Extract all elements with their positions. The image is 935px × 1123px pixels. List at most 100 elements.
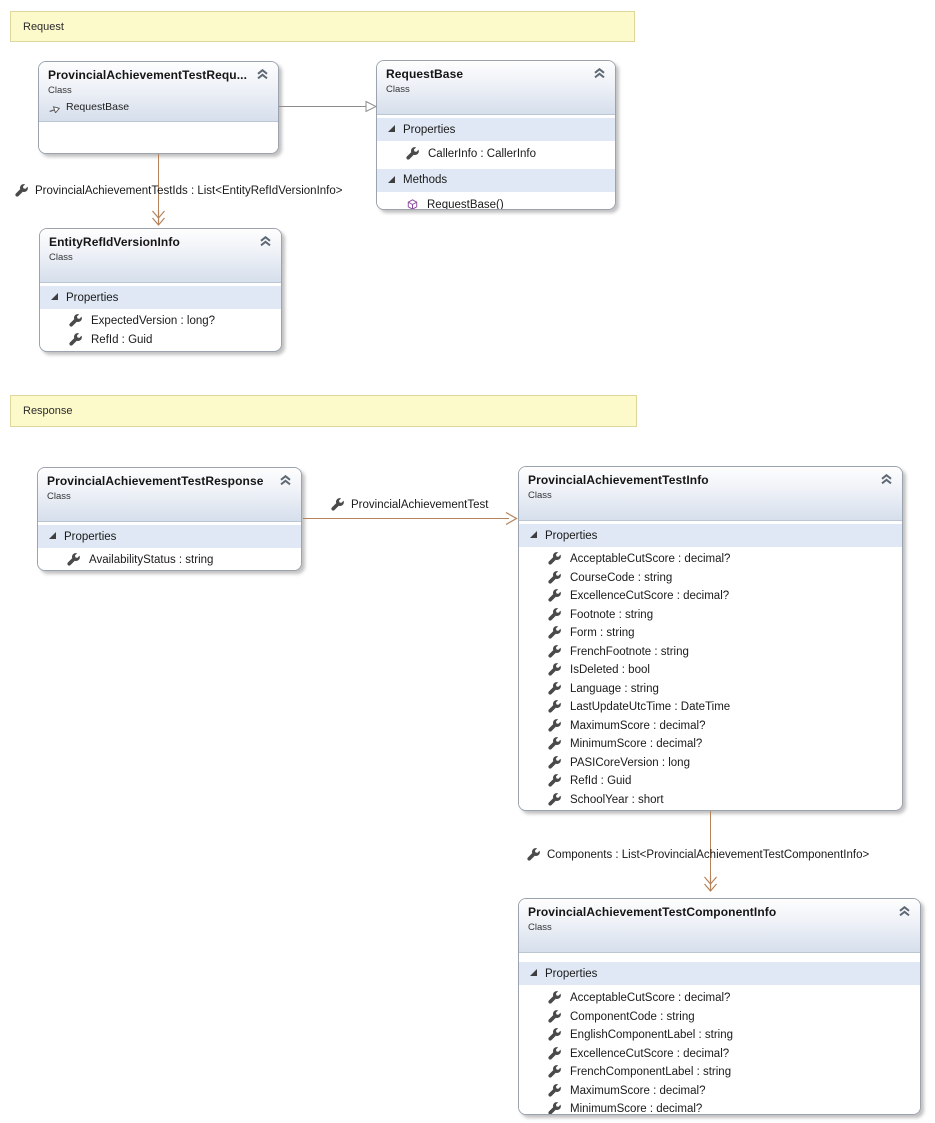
class-box-requestbase[interactable]: RequestBase Class Properties CallerInfo … [376,60,616,210]
member-row[interactable]: MinimumScore : decimal? [519,1100,920,1115]
member-row[interactable]: ExpectedVersion : long? [40,309,281,331]
section-methods[interactable]: Methods [377,168,615,192]
comment-request[interactable]: Request [10,11,635,42]
association-label-testids[interactable]: ProvincialAchievementTestIds : List<Enti… [15,184,342,198]
section-properties[interactable]: Properties [377,118,615,141]
expanded-triangle-icon [51,293,58,300]
member-row[interactable]: Language : string [519,679,902,698]
association-label-test[interactable]: ProvincialAchievementTest [331,498,488,512]
member-row[interactable]: LastUpdateUtcTime : DateTime [519,698,902,717]
member-row[interactable]: PASICoreVersion : long [519,753,902,772]
expanded-triangle-icon [530,531,537,538]
wrench-icon [548,1009,561,1023]
association-label-components[interactable]: Components : List<ProvincialAchievementT… [527,848,869,862]
wrench-icon [548,570,561,584]
member-label: MinimumScore : decimal? [570,1103,703,1115]
section-properties[interactable]: Properties [38,525,301,548]
member-label: ExpectedVersion : long? [91,315,216,328]
wrench-icon [548,737,561,750]
class-title: RequestBase [386,67,464,81]
member-row[interactable]: ExcellenceCutScore : decimal? [519,587,902,606]
member-row[interactable]: MaximumScore : decimal? [519,1081,920,1100]
class-title: ProvincialAchievementTestResponse [47,474,264,488]
member-row[interactable]: MaximumScore : decimal? [519,716,902,735]
member-row[interactable]: CourseCode : string [519,568,902,587]
member-label: FrenchFootnote : string [570,645,689,658]
class-box-provincialachievementtestresponse[interactable]: ProvincialAchievementTestResponse Class … [37,467,302,571]
member-row[interactable]: AvailabilityStatus : string [38,548,301,570]
member-row[interactable]: Footnote : string [519,605,902,624]
class-box-provincialachievementtestcomponentinfo[interactable]: ProvincialAchievementTestComponentInfo C… [518,898,921,1115]
wrench-icon [548,774,561,787]
association-arrowhead-icon [704,876,717,892]
member-label: IsDeleted : bool [570,664,650,677]
collapse-chevron-icon[interactable] [259,236,272,247]
member-row[interactable]: SchoolYear : short [519,790,902,809]
class-title: ProvincialAchievementTestComponentInfo [528,905,777,919]
base-type-row[interactable]: RequestBase [48,101,269,113]
class-title: ProvincialAchievementTestRequ... [48,68,248,82]
association-connector-components[interactable] [710,811,711,879]
member-row[interactable]: ComponentCode : string [519,1007,920,1026]
member-row[interactable]: RefId : Guid [519,772,902,791]
member-row[interactable]: AcceptableCutScore : decimal? [519,550,902,569]
collapse-chevron-icon[interactable] [593,68,606,79]
member-row[interactable]: MinimumScore : decimal? [519,735,902,754]
class-title: ProvincialAchievementTestInfo [528,473,709,487]
member-row[interactable]: CallerInfo : CallerInfo [377,141,615,165]
member-row[interactable]: FrenchComponentLabel : string [519,1063,920,1082]
wrench-icon [69,332,82,346]
wrench-icon [69,314,82,327]
association-arrowhead-icon [152,210,165,226]
members-list: AcceptableCutScore : decimal? ComponentCo… [519,985,920,1115]
cube-icon [407,199,418,209]
member-label: AcceptableCutScore : decimal? [570,992,731,1005]
class-header: ProvincialAchievementTestRequ... Class R… [39,62,278,122]
wrench-icon [548,1102,561,1114]
empty-compartment [39,122,278,153]
member-row[interactable]: RequestBase() [377,191,615,210]
association-connector-testids[interactable] [158,154,159,214]
section-properties[interactable]: Properties [40,286,281,309]
member-label: PASICoreVersion : long [570,756,690,769]
member-row[interactable]: AcceptableCutScore : decimal? [519,989,920,1008]
class-stereotype: Class [528,490,552,501]
collapse-chevron-icon[interactable] [256,69,269,80]
class-stereotype: Class [48,85,72,96]
member-row[interactable]: EnglishComponentLabel : string [519,1026,920,1045]
member-label: EnglishComponentLabel : string [570,1029,734,1042]
member-label: CallerInfo : CallerInfo [428,148,537,161]
inheritance-connector[interactable] [279,106,367,107]
comment-response-text: Response [23,405,73,417]
class-header: RequestBase Class [377,61,615,115]
member-row[interactable]: RefId : Guid [40,330,281,349]
class-box-provincialachievementtestinfo[interactable]: ProvincialAchievementTestInfo Class Prop… [518,466,903,811]
association-connector-test[interactable] [303,518,509,519]
wrench-icon [406,147,419,160]
comment-response[interactable]: Response [10,395,637,427]
collapse-chevron-icon[interactable] [279,475,292,486]
class-box-provincialachievementtestrequest[interactable]: ProvincialAchievementTestRequ... Class R… [38,61,279,154]
class-header: ProvincialAchievementTestComponentInfo C… [519,899,920,953]
class-title: EntityRefIdVersionInfo [49,235,180,249]
expanded-triangle-icon [49,532,56,539]
member-label: AvailabilityStatus : string [89,554,214,567]
member-label: MaximumScore : decimal? [570,1084,706,1097]
member-label: AcceptableCutScore : decimal? [570,553,731,566]
wrench-icon [548,792,561,806]
wrench-icon [548,607,561,621]
section-properties[interactable]: Properties [519,962,920,985]
member-row[interactable]: ExcellenceCutScore : decimal? [519,1044,920,1063]
member-row[interactable]: FrenchFootnote : string [519,642,902,661]
wrench-icon [331,498,344,511]
class-box-entityrefidversioninfo[interactable]: EntityRefIdVersionInfo Class Properties … [39,228,282,352]
collapse-chevron-icon[interactable] [880,474,893,485]
member-row[interactable]: IsDeleted : bool [519,661,902,680]
member-label: RequestBase() [427,198,504,210]
collapse-chevron-icon[interactable] [898,906,911,917]
section-properties[interactable]: Properties [519,524,902,547]
wrench-icon [548,755,561,769]
inheritance-arrowhead-icon [365,100,377,113]
association-label-text: Components : List<ProvincialAchievementT… [547,849,870,861]
member-row[interactable]: Form : string [519,624,902,643]
